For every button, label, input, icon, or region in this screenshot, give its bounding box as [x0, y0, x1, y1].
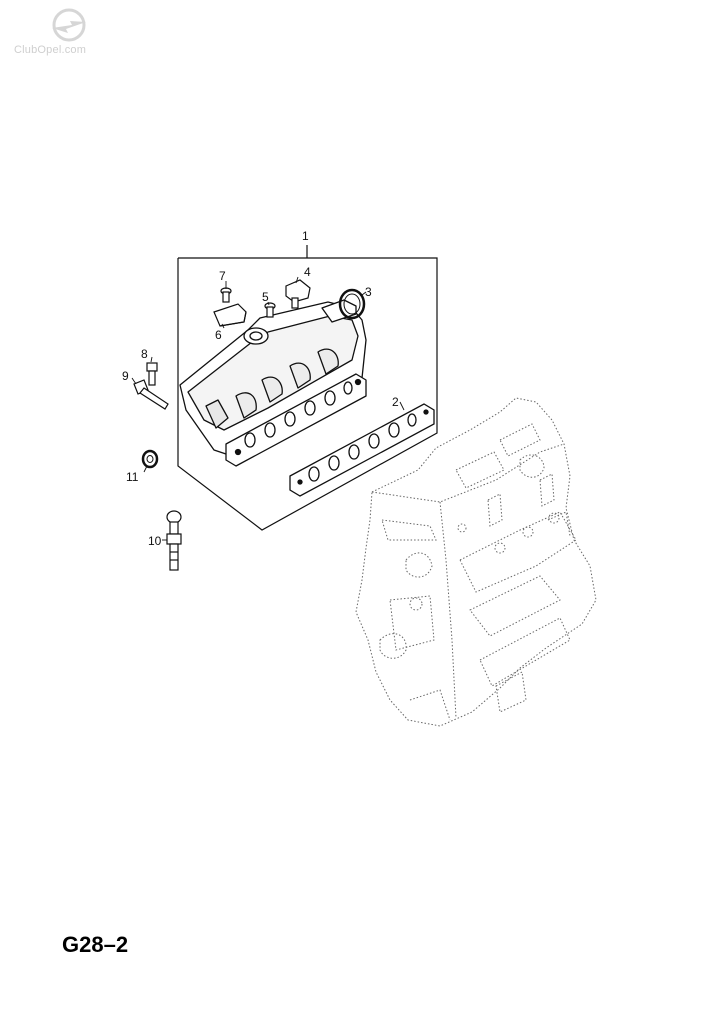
stud-10 — [166, 510, 182, 571]
callout-11: 11 — [126, 470, 139, 484]
leader-lines — [131, 276, 405, 541]
intake-manifold — [179, 299, 367, 467]
engine-block-phantom — [355, 397, 597, 727]
bracket-part — [213, 303, 247, 327]
callouts: 1 2 3 4 5 6 7 8 9 10 11 — [122, 229, 399, 548]
watermark-text: ClubOpel.com — [14, 44, 87, 56]
washer-11 — [141, 449, 159, 469]
callout-3: 3 — [365, 285, 372, 299]
callout-5: 5 — [262, 290, 269, 304]
callout-7: 7 — [219, 269, 226, 283]
page-reference: G28–2 — [62, 932, 129, 957]
clubopel-watermark-logo: ClubOpel.com — [14, 8, 124, 58]
manifold-gasket — [289, 403, 435, 497]
bolt-8 — [146, 362, 158, 386]
callout-2: 2 — [392, 395, 399, 409]
callout-4: 4 — [304, 265, 311, 279]
small-screw — [264, 302, 276, 318]
assembly-frame — [177, 245, 438, 531]
callout-10: 10 — [148, 534, 162, 548]
bolt-7 — [220, 287, 232, 303]
o-ring — [338, 288, 366, 320]
callout-8: 8 — [141, 347, 148, 361]
callout-6: 6 — [215, 328, 222, 342]
callout-9: 9 — [122, 369, 129, 383]
long-bolt-9 — [133, 379, 169, 410]
opel-logo-icon — [52, 8, 86, 42]
callout-1: 1 — [302, 229, 309, 243]
sensor-part — [285, 279, 311, 309]
